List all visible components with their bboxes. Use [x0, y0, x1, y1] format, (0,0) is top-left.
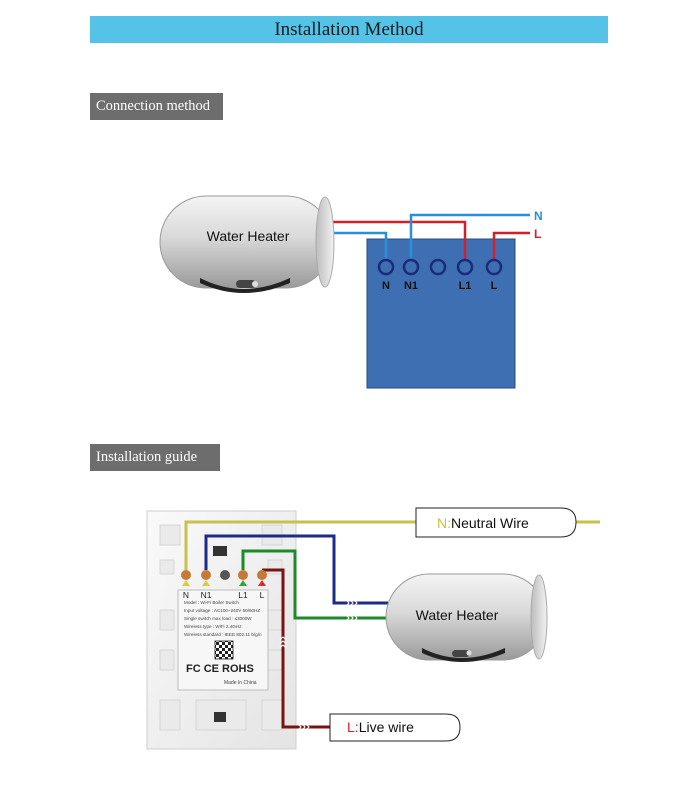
line-label-l: L [534, 227, 541, 241]
water-heater-bottom: Water Heater [385, 573, 548, 662]
wire-neutral-in [409, 213, 530, 260]
neutral-label-text: Neutral Wire [451, 515, 529, 531]
title-banner: Installation Method [90, 16, 608, 43]
terminal-l [485, 258, 503, 276]
live-label: L:Live wire [347, 719, 414, 735]
live-wire [262, 568, 330, 729]
spec-line: Input voltage : AC100~240V 50/60HZ [184, 608, 260, 613]
live-label-letter: L: [347, 719, 359, 735]
panel-screw-slot [213, 546, 227, 556]
terminal-label: N1 [404, 280, 418, 292]
live-label-text: Live wire [359, 719, 414, 735]
page-title: Installation Method [274, 18, 424, 40]
terminal-label: L [491, 280, 498, 292]
spec-line: Wireless standard : IEEE 802.11 b/g/n [184, 632, 262, 637]
terminal-empty [429, 258, 447, 276]
guide-terminal-label: L1 [238, 590, 248, 600]
panel-screw-slot [214, 712, 226, 722]
spec-line: Wireless type : WiFi 2.4GHz [184, 624, 242, 629]
switch-module [177, 589, 269, 691]
live-label-box [329, 713, 461, 742]
guide-terminal-label: N1 [201, 590, 212, 600]
made-in-label: Made In China [224, 680, 257, 686]
panel-relief [159, 524, 283, 731]
cert-marks: FC CE ROHS [186, 663, 254, 675]
neutral-label-letter: N: [437, 515, 451, 531]
heater-label: Water Heater [416, 607, 499, 623]
water-heater-top: Water Heater [159, 195, 335, 293]
wire-heater-l1 [330, 220, 467, 260]
section-title-guide: Installation guide [90, 444, 220, 471]
terminal-n [377, 258, 395, 276]
wire-heater-n [330, 231, 388, 260]
terminal-n1 [402, 258, 420, 276]
module-terminals [181, 570, 267, 586]
installation-guide-diagram: Model : Wi-Fi Boiler Switch Input voltag… [146, 507, 600, 750]
qr-code [214, 640, 234, 660]
connection-diagram: N N1 L1 L N L Water Heater [159, 195, 543, 389]
section-title-connection: Connection method [90, 93, 223, 120]
guide-terminal-label: L [260, 590, 265, 600]
guide-terminal-label: N [183, 590, 189, 600]
spec-line: Single switch max load : ≤3000W [184, 616, 252, 621]
wire-arrows [279, 599, 358, 731]
line-label-n: N [534, 209, 543, 223]
heater-label: Water Heater [207, 228, 290, 244]
neutral-label-box [415, 507, 577, 538]
neutral-label: N:Neutral Wire [437, 515, 529, 531]
terminal-l1 [456, 258, 474, 276]
wire-live-in [492, 231, 530, 260]
terminal-label: L1 [459, 280, 472, 292]
terminal-label: N [382, 280, 390, 292]
l1-wire [241, 549, 388, 620]
spec-line: Model : Wi-Fi Boiler Switch [184, 600, 239, 605]
n1-wire [204, 534, 388, 605]
